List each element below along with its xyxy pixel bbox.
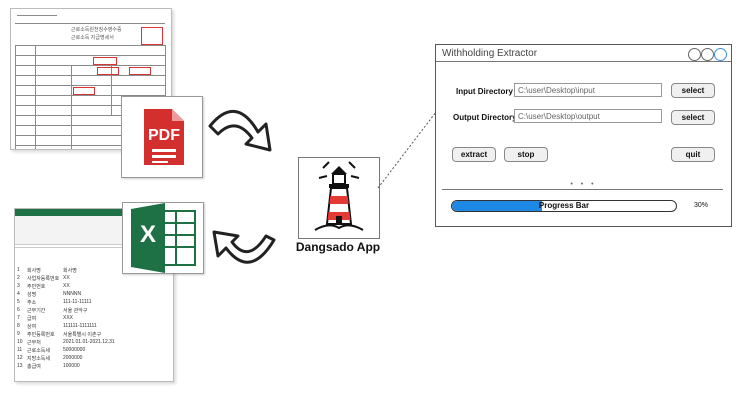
connector-line [377,111,437,189]
sheet-row-number: 11 [17,347,23,353]
sheet-cell-value: 111-11-11111 [63,299,92,305]
sheet-cell-value: XXX [63,315,74,321]
sheet-row-number: 4 [17,291,20,297]
input-directory-field[interactable]: C:\user\Desktop\input [514,83,662,97]
arrow-from-app-icon [206,228,278,278]
sheet-cell-value: XX [63,283,70,289]
sheet-cell-key: 근로소득세 [27,348,51,354]
sheet-cell-value: NNNNN [63,291,82,297]
progress-bar-label: Progress Bar [538,201,590,210]
withholding-extractor-window: Withholding Extractor Input Directory C:… [435,44,732,227]
quit-button[interactable]: quit [671,147,715,162]
sheet-cell-key: 사업자등록번호 [27,276,60,282]
minimize-icon[interactable] [688,48,701,61]
sheet-cell-value: 111111-1111111 [63,323,97,329]
divider-dots: • • • [570,181,597,188]
pdf-icon-label: PDF [148,127,180,144]
window-title: Withholding Extractor [442,48,538,59]
sheet-cell-key: 총급여 [27,364,41,370]
sheet-row-number: 9 [17,331,20,337]
select-input-button[interactable]: select [671,83,715,98]
sheet-row-number: 1 [17,267,20,273]
sheet-cell-value: 50000000 [63,347,86,353]
sheet-cell-key: 지방소득세 [27,356,51,362]
sheet-cell-key: 성명 [27,292,37,298]
sheet-cell-key: 상여 [27,324,37,330]
sheet-cell-key: 근무기간 [27,308,46,314]
lighthouse-app-icon [298,157,380,239]
sheet-cell-value: XX [63,275,70,281]
withholding-form-document: 근로소득원천징수영수증 근로소득 지급명세서 [10,8,172,150]
excel-file-icon: X [122,202,204,274]
sheet-cell-value: 서울 관악구 [63,308,88,314]
sheet-row-number: 13 [17,363,23,369]
app-name-label: Dangsado App [295,240,381,254]
progress-bar-fill [452,201,542,211]
sheet-cell-key: 주민등록번호 [27,332,55,338]
extract-button[interactable]: extract [452,147,496,162]
sheet-cell-key: 주소 [27,300,37,306]
sheet-cell-value: 2021.01.01-2021.12.31 [63,339,115,345]
sheet-cell-key: 주민번호 [27,284,46,290]
sheet-cell-value: 100000 [63,363,80,369]
sheet-cell-value: 2000000 [63,355,83,361]
sheet-cell-key: 회사명 [27,268,41,274]
pdf-file-icon: PDF [121,96,203,178]
window-titlebar [436,45,731,62]
sheet-row-number: 3 [17,283,20,289]
sheet-row-number: 12 [17,355,23,361]
sheet-row-number: 5 [17,299,20,305]
form-title-1: 근로소득원천징수영수증 [71,27,122,33]
arrow-to-app-icon [206,104,278,154]
sheet-row-number: 6 [17,307,20,313]
sheet-cell-key: 급여 [27,316,37,322]
close-icon[interactable] [714,48,727,61]
maximize-icon[interactable] [701,48,714,61]
sheet-cell-key: 근무처 [27,340,41,346]
progress-bar: Progress Bar [451,200,677,212]
output-directory-field[interactable]: C:\user\Desktop\output [514,109,662,123]
sheet-cell-value: 서울특별시 이촌구 [63,332,102,338]
form-title-2: 근로소득 지급명세서 [71,35,114,41]
sheet-row-number: 7 [17,315,20,321]
output-directory-label: Output Directory [453,113,517,122]
sheet-cell-value: 회사명 [63,268,77,274]
sheet-row-number: 10 [17,339,23,345]
sheet-row-number: 8 [17,323,20,329]
excel-icon-label: X [139,221,156,248]
input-directory-label: Input Directory [456,87,513,96]
select-output-button[interactable]: select [671,110,715,125]
stop-button[interactable]: stop [504,147,548,162]
sheet-row-number: 2 [17,275,20,281]
progress-percent: 30% [694,202,709,209]
divider-line [442,189,723,190]
